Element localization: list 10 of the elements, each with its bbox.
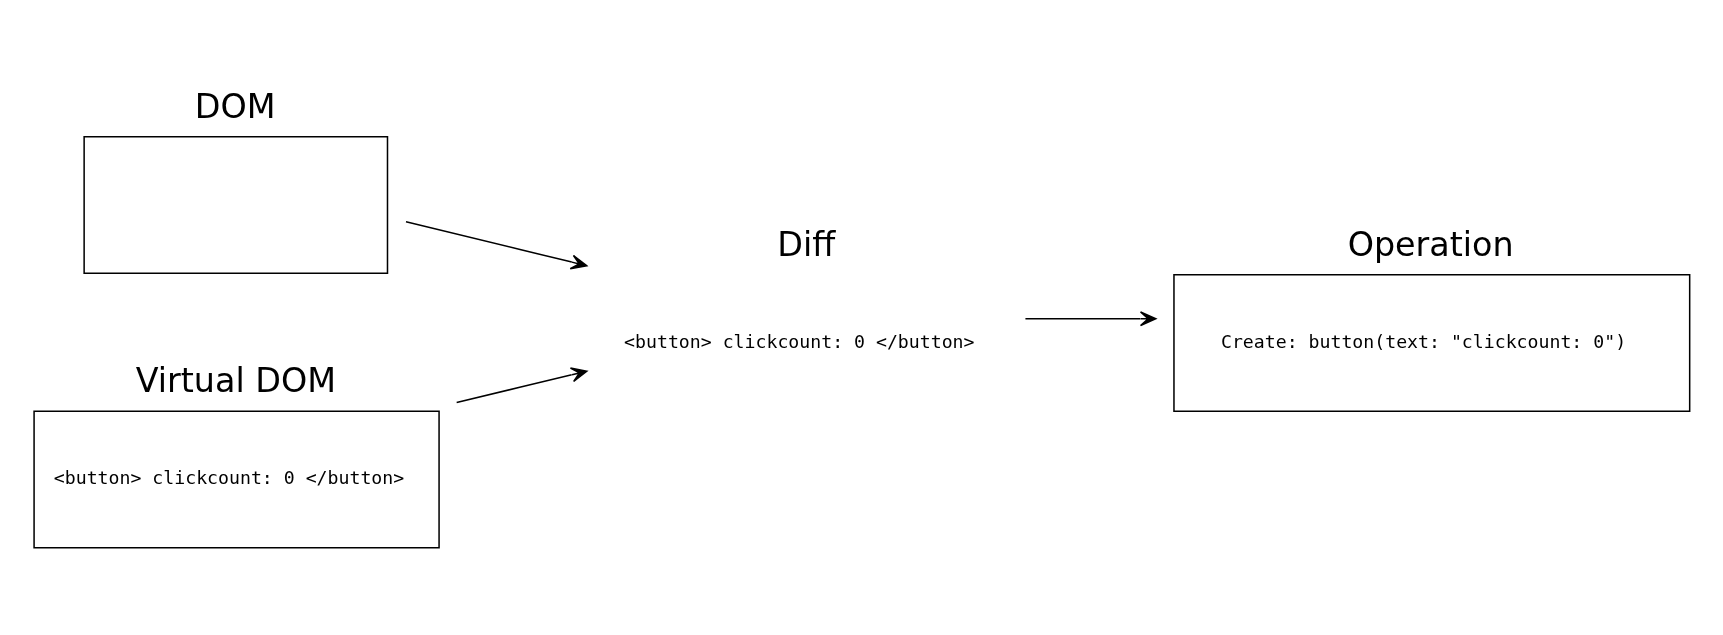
node-text: Diff <button> clickcount: 0 </button> — [624, 224, 975, 352]
arrow — [455, 366, 588, 403]
node-box: Create: button(text: "clickcount: 0") — [1173, 273, 1691, 412]
node-label: DOM — [194, 86, 276, 126]
node-box — [83, 135, 389, 274]
arrow — [405, 220, 588, 269]
node-label: Operation — [1347, 224, 1514, 264]
arrow — [1024, 310, 1157, 326]
node-label: Virtual DOM — [135, 360, 337, 400]
node-box: <button> clickcount: 0 </button> — [33, 410, 440, 549]
